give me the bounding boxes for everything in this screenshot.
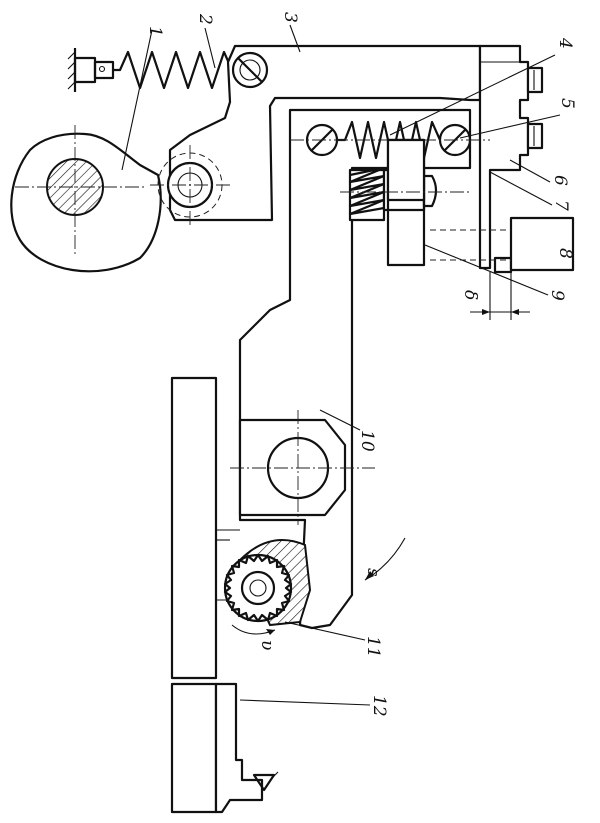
label-6: 6: [550, 175, 570, 186]
stop-8: [430, 216, 575, 274]
lever-3: [150, 44, 482, 225]
label-12: 12: [369, 695, 389, 717]
ratchet-11: [223, 539, 312, 635]
label-4: 4: [555, 37, 575, 49]
label-7: 7: [551, 200, 571, 211]
leader-lines: [121, 24, 561, 706]
label-9: 9: [547, 290, 567, 301]
cam-1: [10, 125, 162, 273]
spring-2: [113, 50, 240, 90]
label-5: 5: [557, 98, 577, 109]
label-1: 1: [145, 26, 165, 37]
plunger: [340, 138, 470, 267]
label-8: 8: [555, 248, 575, 259]
label-10: 10: [357, 430, 377, 452]
label-delta: δ: [460, 290, 480, 300]
spring-anchor: [67, 48, 115, 92]
label-2: 2: [195, 13, 215, 25]
adjust-block-6: [478, 44, 544, 270]
label-v: υ: [257, 640, 277, 650]
direction-arrow-s: [364, 537, 406, 581]
table-12: [170, 376, 279, 814]
label-s: s: [363, 568, 383, 577]
label-11: 11: [363, 636, 383, 658]
label-3: 3: [280, 12, 300, 23]
